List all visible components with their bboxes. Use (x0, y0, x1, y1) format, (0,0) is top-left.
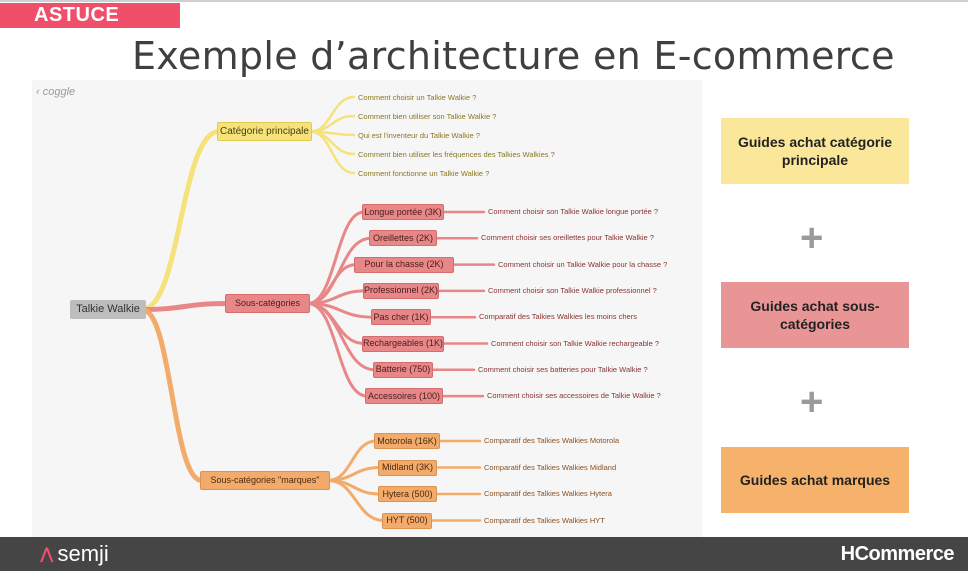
semji-chevron-icon: ⋀ (40, 546, 54, 563)
subcategory-node: Professionnel (2K) (363, 282, 439, 299)
page-title: Exemple d’architecture en E-commerce (132, 34, 895, 78)
mindmap-connectors (139, 95, 496, 522)
footer-bar: ⋀ semji HCommerce (0, 537, 968, 571)
leaf-question: Comparatif des Talkies Walkies les moins… (479, 312, 637, 322)
plus-icon: + (800, 216, 824, 260)
leaf-question: Comment bien utiliser son Talkie Walkie … (358, 112, 497, 121)
branch-node-sous: Sous-catégories (225, 294, 310, 313)
connector (139, 307, 205, 483)
connector (306, 302, 369, 398)
subcategory-node: Midland (3K) (378, 459, 437, 476)
leaf-question: Comparatif des Talkies Walkies Motorola (484, 436, 620, 445)
root-node: Talkie Walkie (70, 300, 146, 319)
top-divider (0, 0, 968, 2)
subcategory-node: Longue portée (3K) (362, 204, 444, 220)
connector (308, 130, 356, 175)
subcategory-node: Rechargeables (1K) (362, 335, 444, 352)
card-guides-marques: Guides achat marques (721, 447, 909, 513)
subcategory-node: Pour la chasse (2K) (354, 256, 454, 273)
connector (139, 301, 230, 312)
card-guides-sous-categories: Guides achat sous-catégories (721, 282, 909, 348)
hcommerce-logo: HCommerce (840, 543, 955, 565)
leaf-question: Comment choisir ses oreillettes pour Tal… (481, 233, 654, 243)
subcategory-node: Batterie (750) (373, 361, 433, 378)
connector (308, 95, 356, 133)
branch-node-marques: Sous-catégories "marques" (200, 471, 330, 490)
semji-logo: ⋀ semji (40, 541, 109, 567)
leaf-question: Comment choisir son Talkie Walkie rechar… (491, 338, 659, 348)
leaf-question: Comment fonctionne un Talkie Walkie ? (358, 169, 490, 178)
leaf-question: Comparatif des Talkies Walkies HYT (484, 515, 605, 525)
connector (306, 210, 366, 305)
subcategory-node: Oreillettes (2K) (369, 230, 437, 247)
coggle-label: coggle (42, 86, 76, 98)
subcategory-node: Pas cher (1K) (371, 309, 431, 326)
plus-icon: + (800, 380, 824, 424)
leaf-question: Comment choisir ses batteries pour Talki… (478, 364, 648, 374)
leaf-question: Qui est l'inventeur du Talkie Walkie ? (358, 131, 480, 140)
connector (326, 479, 386, 522)
leaf-question: Comparatif des Talkies Walkies Midland (484, 462, 617, 472)
card-guides-principale: Guides achat catégorie principale (721, 118, 909, 184)
astuce-badge: ASTUCE (0, 3, 180, 28)
leaf-question: Comment choisir son Talkie Walkie longue… (488, 207, 659, 216)
leaf-question: Comment choisir ses accessoires de Talki… (487, 391, 661, 401)
connector (139, 129, 222, 312)
branch-node-principale: Catégorie principale (217, 122, 312, 141)
connector (326, 466, 382, 482)
semji-logo-text: semji (57, 541, 109, 566)
leaf-question: Comment choisir son Talkie Walkie profes… (488, 285, 657, 295)
leaf-question: Comment bien utiliser les fréquences des… (358, 150, 555, 159)
subcategory-node: Accessoires (100) (365, 388, 443, 405)
coggle-watermark: ‹ coggle (36, 86, 76, 98)
connector (306, 289, 367, 305)
subcategory-node: Motorola (16K) (374, 433, 440, 449)
leaf-question: Comment choisir un Talkie Walkie ? (358, 93, 477, 102)
subcategory-node: Hytera (500) (378, 486, 437, 502)
subcategory-node: HYT (500) (382, 512, 432, 529)
leaf-question: Comparatif des Talkies Walkies Hytera (484, 489, 612, 498)
leaf-question: Comment choisir un Talkie Walkie pour la… (498, 259, 668, 269)
